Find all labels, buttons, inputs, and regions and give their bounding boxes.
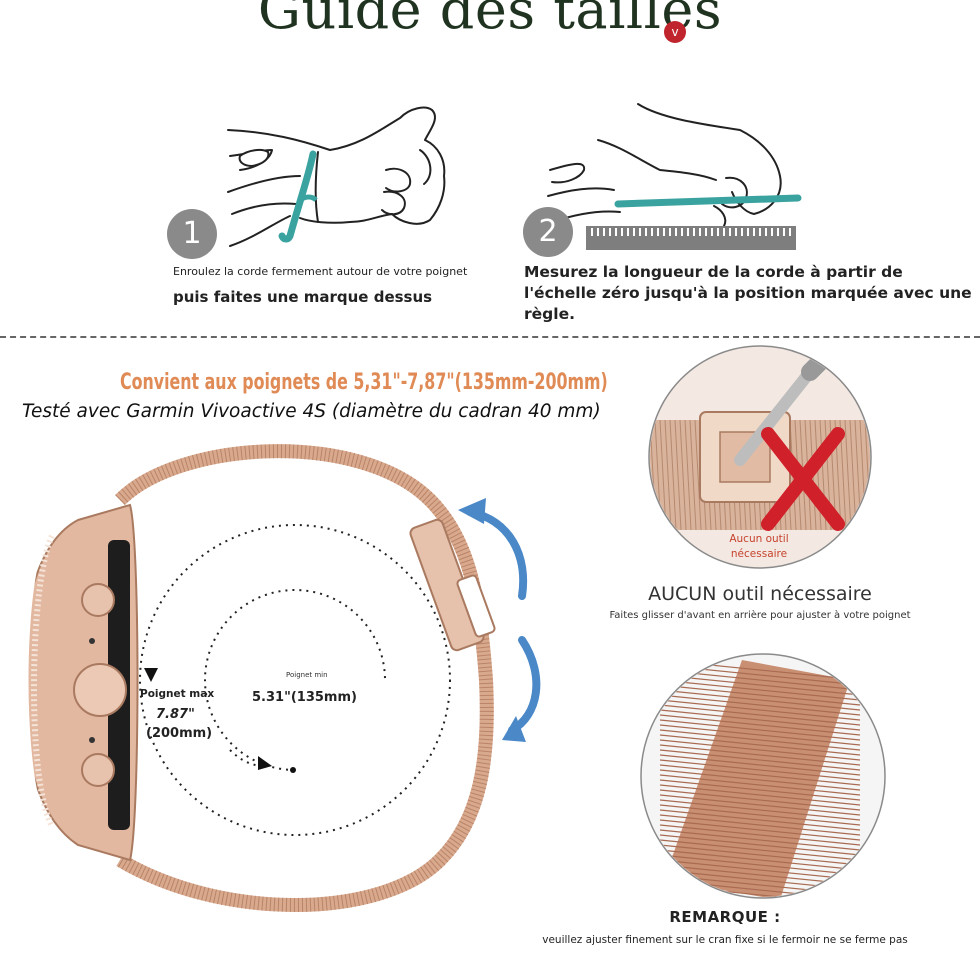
no-tool-badge: Aucun outil nécessaire bbox=[729, 533, 789, 560]
wrist-max-circle bbox=[139, 524, 451, 836]
wrist-min-circle bbox=[204, 589, 386, 771]
remark-text: veuillez ajuster finement sur le cran fi… bbox=[542, 934, 908, 946]
step-2-circle bbox=[523, 207, 573, 257]
hand-wrap-illustration bbox=[227, 106, 446, 247]
watch-band-illustration bbox=[18, 444, 496, 912]
wrist-min-label: Poignet min bbox=[286, 671, 328, 679]
cross-icon bbox=[761, 427, 845, 531]
adjust-arrows-icon bbox=[458, 498, 541, 742]
step-2-number: 2 bbox=[538, 214, 558, 249]
wrist-max-value: 7.87" bbox=[156, 707, 195, 722]
ruler-hand-illustration bbox=[547, 103, 782, 227]
wrist-min-value: 5.31"(135mm) bbox=[252, 690, 357, 705]
wrist-max-label: Poignet max bbox=[140, 688, 215, 700]
step-1-circle bbox=[167, 209, 217, 259]
mesh-closeup bbox=[640, 653, 886, 899]
tested-with-text: Testé avec Garmin Vivoactive 4S (diamètr… bbox=[22, 401, 601, 422]
no-tool-illustration bbox=[648, 345, 872, 569]
step-1-number: 1 bbox=[182, 216, 202, 251]
remark-title: REMARQUE : bbox=[669, 908, 781, 926]
step-1-caption-small: Enroulez la corde fermement autour de vo… bbox=[173, 265, 468, 278]
step-1-caption-bold: puis faites une marque dessus bbox=[173, 288, 433, 306]
no-tool-title: AUCUN outil nécessaire bbox=[648, 583, 872, 605]
step-2-caption: Mesurez la longueur de la corde à partir… bbox=[524, 263, 972, 323]
section-divider bbox=[0, 336, 980, 338]
check-badge-icon: v bbox=[664, 21, 686, 43]
page-title: Guide des tailles bbox=[257, 0, 723, 41]
wrist-max-mm: (200mm) bbox=[146, 726, 213, 741]
no-tool-subtitle: Faites glisser d'avant en arrière pour a… bbox=[609, 610, 911, 621]
ruler bbox=[586, 226, 796, 250]
fit-range-text: Convient aux poignets de 5,31"-7,87"(135… bbox=[120, 370, 608, 395]
